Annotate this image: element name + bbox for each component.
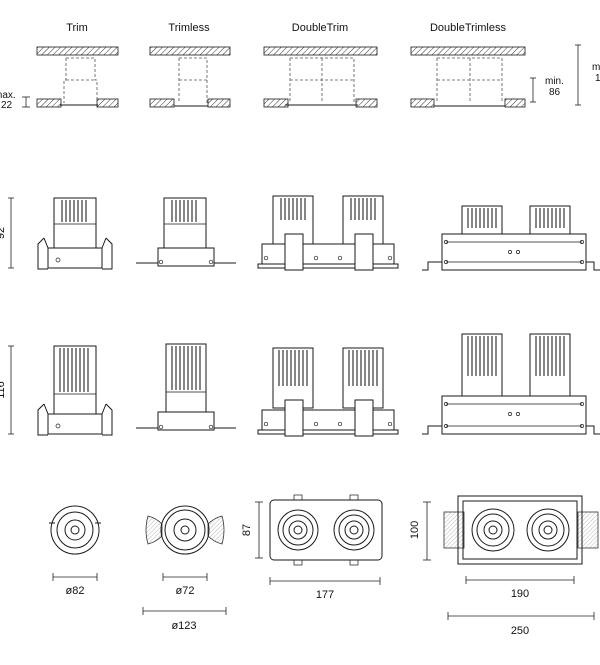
- trimless-outer-diameter: ø123: [171, 620, 196, 632]
- install-double-trimless: min. 86 m 1: [410, 44, 600, 108]
- side-double-trim-short: [257, 195, 399, 271]
- height-dim-row3: 116: [0, 345, 14, 435]
- plan-double-trimless: 100 190 250: [409, 495, 599, 637]
- min-label: min.: [545, 76, 564, 87]
- header-trimless: Trimless: [168, 22, 210, 34]
- install-trimless: [149, 46, 231, 108]
- trimless-inner-diameter: ø72: [176, 585, 195, 597]
- double-trimless-outer: 250: [511, 625, 529, 637]
- max-label: max.: [0, 90, 16, 101]
- plan-trimless: ø72 ø123: [142, 505, 227, 632]
- side-trimless-short: [136, 197, 236, 267]
- side-double-trimless-tall: [422, 333, 600, 435]
- header-trim: Trim: [66, 22, 88, 34]
- plan-trim: ø82: [49, 505, 101, 597]
- cut-depth-value: 1: [595, 73, 600, 84]
- double-trimless-width: 190: [511, 588, 529, 600]
- side-double-trim-tall: [257, 347, 399, 437]
- trim-diameter: ø82: [66, 585, 85, 597]
- header-double-trimless: DoubleTrimless: [430, 22, 507, 34]
- install-trim: max. 22: [0, 46, 119, 111]
- side-double-trimless-short: [422, 205, 600, 271]
- side-trimless-tall: [136, 343, 236, 431]
- side-trim-tall: [37, 345, 113, 436]
- double-trim-height: 87: [241, 524, 253, 536]
- cut-depth-label: m: [592, 62, 600, 73]
- row2-height-value: 92: [0, 227, 7, 239]
- double-trimless-height: 100: [409, 521, 421, 539]
- plan-double-trim: 87 177: [241, 494, 383, 601]
- row3-height-value: 116: [0, 381, 7, 399]
- side-trim-short: [37, 197, 113, 270]
- max-value: 22: [1, 100, 13, 111]
- height-dim-row2: 92: [0, 197, 14, 269]
- double-trim-width: 177: [316, 589, 334, 601]
- install-double-trim: [263, 46, 378, 108]
- min-value: 86: [549, 87, 561, 98]
- header-double-trim: DoubleTrim: [292, 22, 348, 34]
